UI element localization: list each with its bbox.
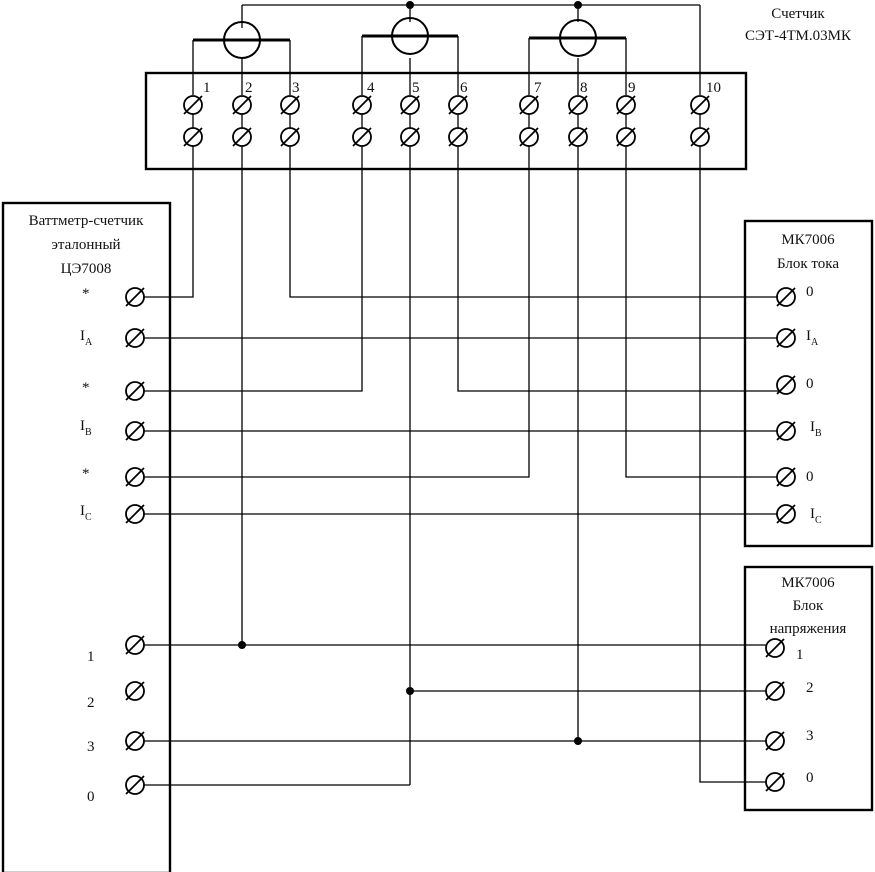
wattmeter-type: эталонный [51,237,120,253]
wattmeter-terminal-label: * [82,466,90,482]
voltage-block-terminal-screw [765,772,785,792]
meter-terminal-number: 1 [203,80,211,96]
meter-terminal-screw [519,127,539,147]
current-block-model: МК7006 [781,232,835,248]
wattmeter-terminal-screw [125,328,145,348]
meter-terminal-number: 5 [412,80,420,96]
meter-terminal-numbers: 1 2 3 4 5 6 7 8 9 10 [203,80,721,96]
wattmeter-voltage-label: 0 [87,789,95,805]
meter-terminal-screw [352,95,372,115]
meter-terminal-screw [568,127,588,147]
current-block-terminal-screw [776,287,796,307]
meter-terminal-screw [448,95,468,115]
meter-terminal-number: 2 [245,80,253,96]
current-block-terminal-screw [776,375,796,395]
meter-terminal-number: 3 [292,80,300,96]
meter-terminal-screw [616,95,636,115]
current-block-terminal-screw [776,504,796,524]
meter-terminal-screw [280,127,300,147]
meter-terminal-screw [616,127,636,147]
current-block-terminal-label: IA [806,328,819,348]
wattmeter-voltage-label: 1 [87,649,95,665]
wattmeter-terminal-screw [125,504,145,524]
meter-terminal-screw [183,127,203,147]
meter-coils [192,1,701,95]
current-block-terminal-label: IB [810,419,822,439]
meter-terminal-number: 7 [534,80,542,96]
current-block-terminal-label: 0 [806,284,814,300]
wattmeter-terminal-label: IB [80,418,92,438]
current-block-terminal-screw [776,467,796,487]
voltage-block-terminal-label: 1 [796,647,804,663]
voltage-block-terminal-label: 0 [806,770,814,786]
voltage-block-terminal-label: 3 [806,728,814,744]
wattmeter-terminal-label: * [82,380,90,396]
wattmeter-terminal-label: IA [80,328,93,348]
wattmeter-voltage-label: 2 [87,695,95,711]
meter-terminal-number: 9 [628,80,636,96]
meter-title: Счетчик [771,6,825,22]
current-block-terminal-screw [776,421,796,441]
voltage-block-terminal-label: 2 [806,680,814,696]
wattmeter-terminal-screw [125,681,145,701]
wattmeter-current-terminals: * IA * IB * IC [80,286,145,524]
wattmeter-terminal-label: * [82,286,90,302]
wattmeter-terminal-screw [125,731,145,751]
meter-terminal-number: 4 [367,80,375,96]
current-block-terminal-screw [776,328,796,348]
meter-terminal-screw [183,95,203,115]
wattmeter-terminal-screw [125,635,145,655]
meter-terminal-screw [448,127,468,147]
current-block-terminal-label: IC [810,506,822,526]
wattmeter-terminal-screw [125,775,145,795]
current-block-terminal-label: 0 [806,376,814,392]
voltage-block-model: МК7006 [781,575,835,591]
voltage-block-terminals: 1 2 3 0 [765,638,814,792]
wattmeter-terminal-label: IC [80,503,92,523]
wires [135,105,786,786]
wattmeter-terminal-screw [125,421,145,441]
meter-terminal-screw [352,127,372,147]
voltage-block-terminal-screw [765,731,785,751]
meter-terminal-number: 10 [706,80,721,96]
meter-terminal-block [144,71,748,171]
meter-terminal-number: 6 [460,80,468,96]
wattmeter-model: ЦЭ7008 [61,261,112,277]
wattmeter-voltage-label: 3 [87,739,95,755]
wattmeter-terminal-screw [125,381,145,401]
voltage-block-subtitle: напряжения [770,621,847,637]
voltage-block-terminal-screw [765,681,785,701]
wattmeter-terminal-screw [125,287,145,307]
meter-terminals [183,95,710,147]
current-block-terminal-label: 0 [806,469,814,485]
meter-terminal-screw [690,95,710,115]
current-block-name: Блок тока [777,256,839,272]
current-block-terminals: 0 IA 0 IB 0 IC [776,284,822,526]
meter-terminal-screw [400,127,420,147]
meter-terminal-screw [232,127,252,147]
wattmeter-box [1,201,172,872]
voltage-block-terminal-screw [765,638,785,658]
current-block-box [743,219,874,548]
meter-terminal-number: 8 [580,80,588,96]
meter-terminal-screw [690,127,710,147]
voltage-block-box [743,565,874,812]
meter-terminal-screw [232,95,252,115]
meter-terminal-screw [400,95,420,115]
meter-terminal-screw [568,95,588,115]
voltage-block-name: Блок [793,598,824,614]
meter-model: СЭТ-4ТМ.03МК [745,28,852,44]
wattmeter-name: Ваттметр-счетчик [29,213,144,229]
meter-terminal-screw [280,95,300,115]
meter-terminal-screw [519,95,539,115]
wattmeter-voltage-terminals: 1 2 3 0 [87,635,145,805]
wattmeter-terminal-screw [125,467,145,487]
